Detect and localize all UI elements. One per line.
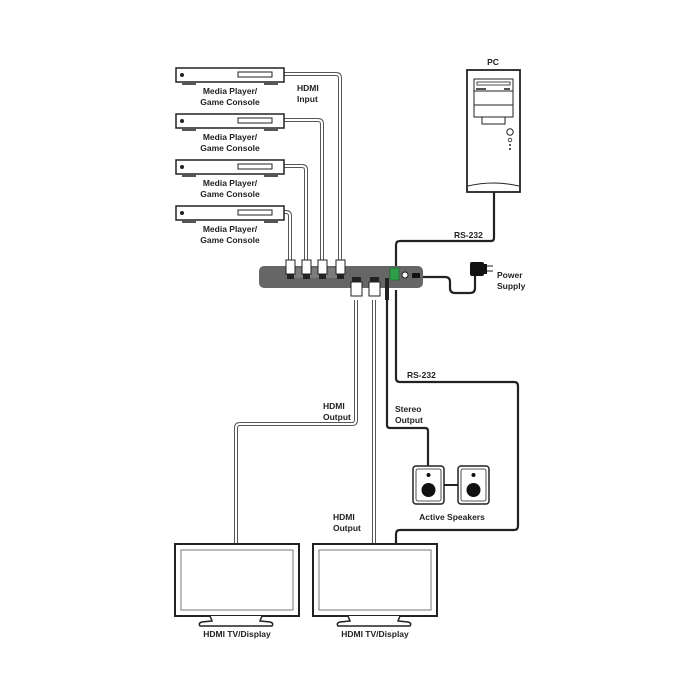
source-1-label-line2: Game Console — [200, 97, 260, 107]
rs232-pc-cable — [394, 192, 496, 270]
hdmi-output-left-label-line2: Output — [323, 412, 351, 422]
hdmi-input-cables — [284, 72, 342, 262]
display-left-label: HDMI TV/Display — [203, 629, 271, 639]
hdmi-input-connectors — [285, 259, 346, 279]
media-player-4 — [175, 205, 285, 223]
active-speakers — [412, 465, 490, 505]
media-player-1 — [175, 67, 285, 85]
source-3-label-line1: Media Player/ — [203, 178, 258, 188]
hdmi-output-right-label-line1: HDMI — [333, 512, 355, 522]
source-2-label-line2: Game Console — [200, 143, 260, 153]
hdmi-output-cables — [234, 300, 376, 544]
display-right-label: HDMI TV/Display — [341, 629, 409, 639]
hdmi-input-label-line1: HDMI — [297, 83, 319, 93]
source-3-label-line2: Game Console — [200, 189, 260, 199]
power-cable — [420, 270, 477, 295]
hdmi-output-left-label-line1: HDMI — [323, 401, 345, 411]
source-4-label-line2: Game Console — [200, 235, 260, 245]
display-left — [174, 543, 300, 627]
hdmi-matrix-switch — [259, 259, 423, 300]
power-supply-label-line2: Supply — [497, 281, 526, 291]
source-devices — [175, 67, 285, 223]
rs232-top-label: RS-232 — [454, 230, 483, 240]
display-right — [312, 543, 438, 627]
hdmi-input-label-line2: Input — [297, 94, 318, 104]
stereo-output-label-line1: Stereo — [395, 404, 421, 414]
media-player-2 — [175, 113, 285, 131]
power-supply-label-line1: Power — [497, 270, 523, 280]
rs232-bottom-label: RS-232 — [407, 370, 436, 380]
rs232-terminal — [389, 267, 400, 281]
stereo-cable — [385, 300, 430, 466]
power-adapter-icon — [470, 262, 493, 276]
hdmi-output-right-label-line2: Output — [333, 523, 361, 533]
power-jack — [401, 271, 409, 279]
stereo-output-label-line2: Output — [395, 415, 423, 425]
hdmi-output-connectors — [350, 277, 389, 300]
media-player-3 — [175, 159, 285, 177]
source-1-label-line1: Media Player/ — [203, 86, 258, 96]
pc-label: PC — [487, 57, 499, 67]
rs232-display-cable — [394, 290, 520, 544]
pc-tower — [466, 69, 521, 193]
source-2-label-line1: Media Player/ — [203, 132, 258, 142]
source-4-label-line1: Media Player/ — [203, 224, 258, 234]
speakers-label: Active Speakers — [419, 512, 485, 522]
